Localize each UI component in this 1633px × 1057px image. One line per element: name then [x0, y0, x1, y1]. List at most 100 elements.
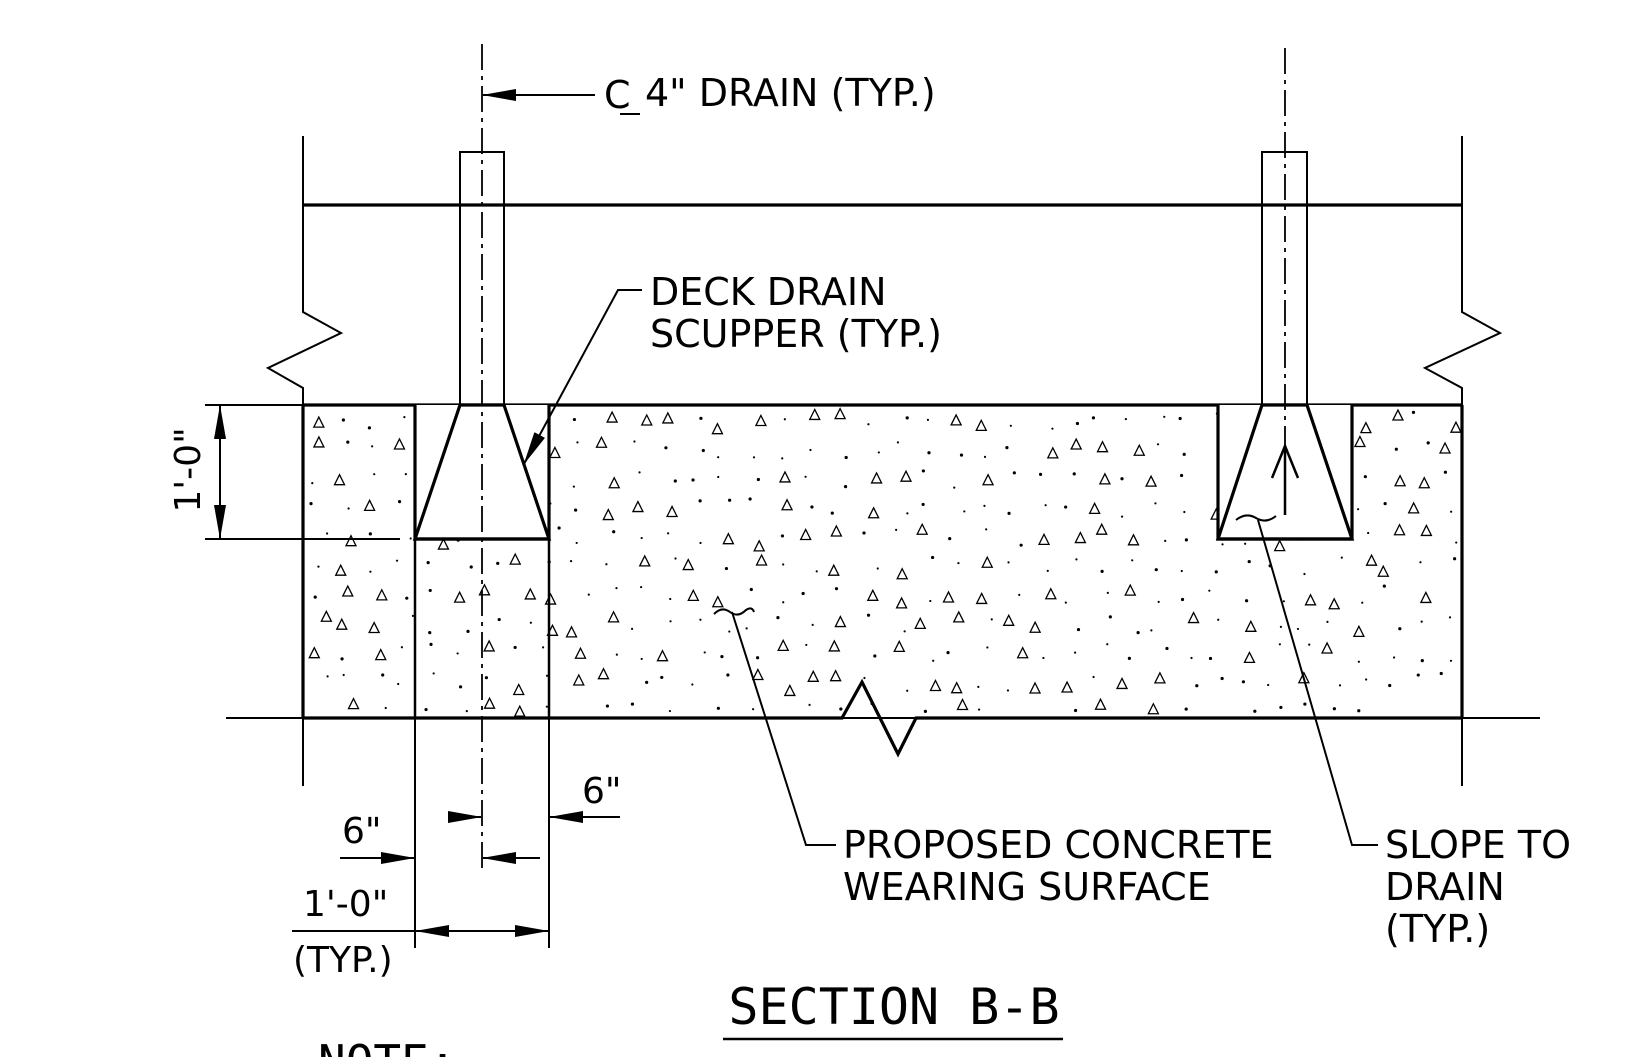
- concrete-stipple-dot: [963, 510, 966, 513]
- concrete-stipple-dot: [1180, 597, 1185, 602]
- concrete-stipple-dot: [466, 629, 470, 633]
- concrete-aggregate-mark: [896, 567, 909, 580]
- concrete-stipple-dot: [529, 621, 532, 624]
- concrete-stipple-dot: [346, 440, 350, 444]
- concrete-stipple-dot: [1120, 515, 1124, 518]
- concrete-aggregate-mark: [916, 522, 929, 535]
- concrete-aggregate-mark: [1243, 650, 1256, 664]
- concrete-stipple-dot: [756, 477, 760, 482]
- concrete-stipple-dot: [424, 707, 428, 712]
- concrete-aggregate-mark: [687, 588, 700, 602]
- concrete-aggregate-mark: [1133, 443, 1146, 456]
- concrete-aggregate-mark: [808, 407, 821, 421]
- concrete-stipple-dot: [557, 526, 561, 530]
- concrete-stipple-dot: [780, 534, 785, 538]
- concrete-aggregate-mark: [344, 534, 358, 547]
- scupper-label-line1: DECK DRAIN: [650, 270, 887, 314]
- concrete-stipple-dot: [426, 560, 430, 565]
- right-offset-dimension: [482, 811, 620, 864]
- concrete-stipple-dot: [1426, 441, 1430, 445]
- concrete-stipple-dot: [397, 500, 402, 504]
- concrete-stipple-dot: [513, 645, 517, 650]
- concrete-stipple-dot: [1332, 707, 1336, 711]
- concrete-aggregate-mark: [1124, 583, 1137, 596]
- concrete-stipple-dot: [1005, 446, 1009, 450]
- concrete-stipple-dot: [1356, 508, 1360, 511]
- concrete-stipple-dot: [781, 457, 784, 460]
- concrete-stipple-dot: [873, 654, 877, 658]
- concrete-stipple-dot: [728, 630, 731, 633]
- concrete-stipple-dot: [1164, 539, 1167, 542]
- concrete-stipple-dot: [805, 643, 808, 647]
- concrete-aggregate-mark: [544, 592, 557, 605]
- concrete-aggregate-mark: [308, 646, 321, 659]
- concrete-stipple-dot: [834, 587, 839, 591]
- concrete-stipple-dot: [428, 631, 432, 635]
- concrete-stipple-dot: [1072, 472, 1076, 476]
- concrete-stipple-dot: [1108, 615, 1112, 619]
- concrete-stipple-dot: [983, 455, 987, 458]
- concrete-aggregate-mark: [1187, 611, 1200, 624]
- concrete-aggregate-mark: [829, 669, 842, 682]
- concrete-aggregate-mark: [368, 621, 381, 634]
- concrete-stipple-dot: [1388, 683, 1392, 688]
- concrete-stipple-dot: [1278, 643, 1281, 646]
- concrete-aggregate-mark: [638, 554, 651, 567]
- concrete-aggregate-mark: [483, 639, 496, 652]
- concrete-stipple-dot: [867, 423, 870, 426]
- concrete-label-line2: WEARING SURFACE: [843, 865, 1211, 909]
- concrete-stipple-dot: [930, 555, 935, 560]
- concrete-aggregate-mark: [1438, 441, 1452, 454]
- concrete-stipple-dot: [497, 617, 501, 622]
- concrete-stipple-dot: [1394, 447, 1398, 451]
- concrete-aggregate-mark: [952, 610, 965, 623]
- concrete-stipple-dot: [921, 502, 925, 507]
- concrete-stipple-dot: [1131, 559, 1134, 562]
- concrete-aggregate-mark: [834, 615, 847, 628]
- concrete-stipple-dot: [1296, 627, 1300, 631]
- concrete-aggregate-mark: [548, 446, 561, 459]
- concrete-stipple-dot: [1220, 676, 1224, 681]
- concrete-stipple-dot: [1006, 689, 1010, 692]
- concrete-aggregate-mark: [975, 418, 988, 432]
- concrete-stipple-dot: [929, 599, 932, 603]
- concrete-stipple-dot: [809, 448, 812, 452]
- concrete-aggregate-mark: [1394, 474, 1407, 487]
- concrete-aggregate-mark: [711, 422, 724, 435]
- concrete-aggregate-mark: [1094, 697, 1107, 710]
- concrete-aggregate-mark: [333, 473, 346, 486]
- concrete-stipple-dot: [748, 497, 752, 501]
- concrete-stipple-dot: [673, 479, 677, 483]
- concrete-aggregate-mark: [1074, 531, 1087, 544]
- concrete-stipple-dot: [1214, 570, 1218, 574]
- concrete-stipple-dot: [724, 566, 729, 571]
- concrete-aggregate-mark: [807, 669, 820, 682]
- concrete-stipple-dot: [605, 563, 608, 566]
- concrete-aggregate-mark: [780, 498, 794, 511]
- concrete-stipple-dot: [1383, 501, 1387, 506]
- concrete-stipple-dot: [1178, 416, 1182, 421]
- concrete-stipple-dot: [977, 685, 980, 688]
- concrete-stipple-dot: [397, 682, 400, 686]
- concrete-stipple-dot: [367, 426, 372, 430]
- concrete-aggregate-mark: [631, 500, 644, 513]
- concrete-aggregate-mark: [334, 563, 347, 576]
- concrete-aggregate-mark: [1088, 501, 1101, 515]
- concrete-stipple-dot: [895, 528, 898, 531]
- concrete-aggregate-mark: [1095, 522, 1108, 535]
- centerline-symbol: C: [604, 73, 631, 117]
- concrete-aggregate-mark: [753, 539, 766, 552]
- concrete-stipple-dot: [309, 502, 313, 506]
- concrete-aggregate-mark: [478, 583, 491, 596]
- concrete-stipple-dot: [948, 537, 952, 541]
- concrete-stipple-dot: [703, 651, 706, 654]
- concrete-stipple-dot: [432, 672, 435, 675]
- concrete-stipple-dot: [1382, 584, 1386, 588]
- concrete-stipple-dot: [1150, 629, 1153, 632]
- concrete-stipple-dot: [698, 499, 702, 503]
- concrete-stipple-dot: [1247, 559, 1251, 564]
- concrete-aggregate-mark: [1244, 619, 1257, 632]
- concrete-aggregate-mark: [437, 537, 450, 550]
- concrete-stipple-dot: [717, 456, 720, 459]
